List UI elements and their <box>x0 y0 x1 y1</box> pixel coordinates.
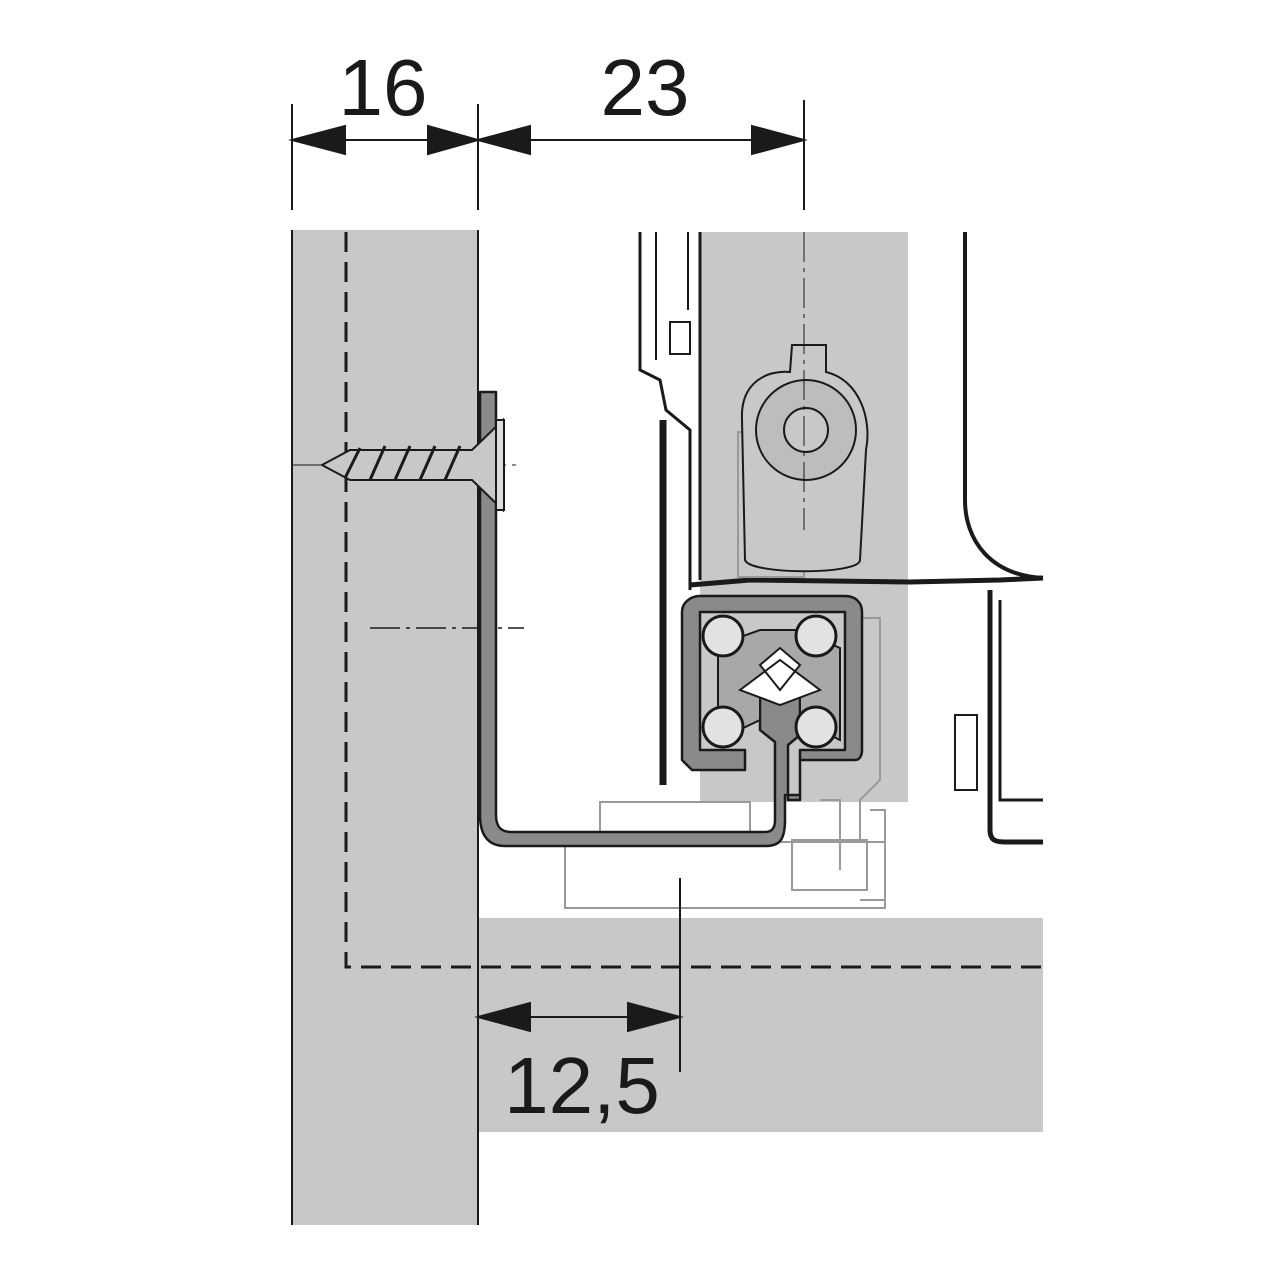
dimension-label-16: 16 <box>339 43 428 132</box>
locking-device <box>737 232 869 578</box>
ball-bearings <box>701 614 838 749</box>
dimension-label-12-5: 12,5 <box>504 1041 660 1130</box>
dimension-12-5 <box>474 878 684 1072</box>
dimension-16 <box>288 104 482 210</box>
screw-icon <box>319 417 505 513</box>
side-panel <box>291 230 479 1225</box>
dimension-label-23: 23 <box>601 43 690 132</box>
bottom-panel <box>479 918 1043 1132</box>
dimension-23 <box>474 100 808 210</box>
